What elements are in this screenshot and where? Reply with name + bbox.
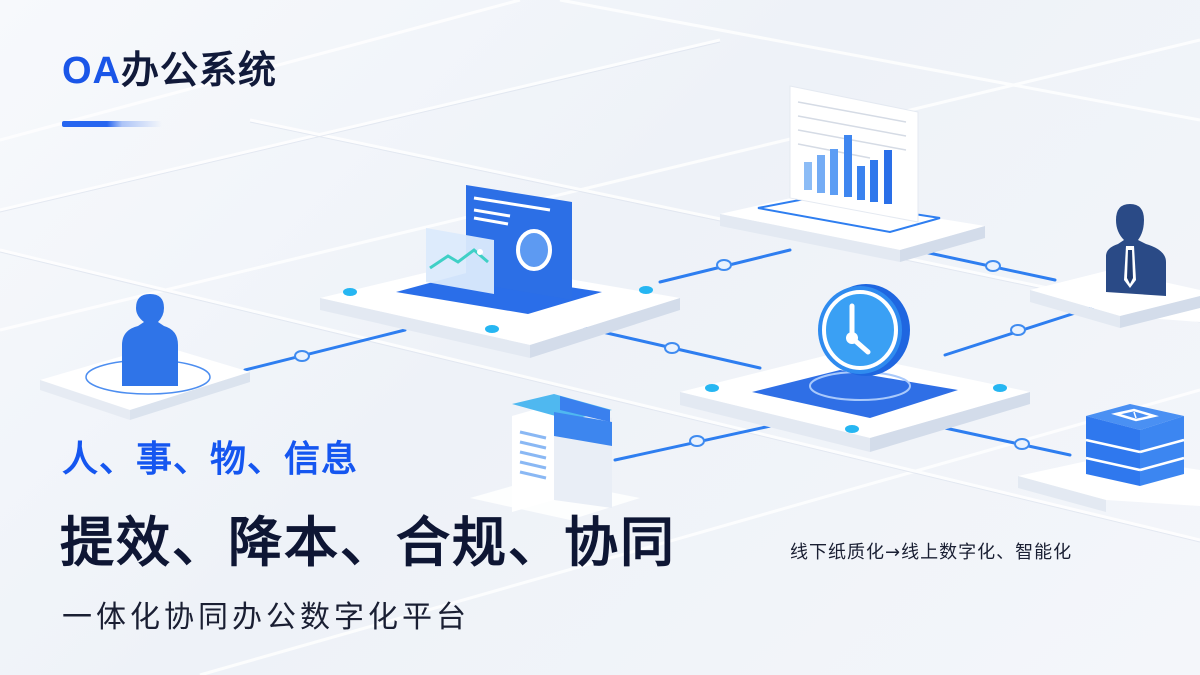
platform-user-female <box>40 294 250 420</box>
title-prefix: OA <box>62 50 121 92</box>
person-female-icon <box>110 290 190 390</box>
subtitle: 一体化协同办公数字化平台 <box>62 600 470 635</box>
platform-user-manager <box>1030 204 1200 328</box>
title-underline-decor <box>62 121 162 127</box>
platform-file-box <box>470 394 640 520</box>
clock-icon <box>815 284 910 379</box>
tag-line: 人、事、物、信息 <box>62 439 359 480</box>
server-stack-icon <box>1082 400 1187 490</box>
side-note: 线下纸质化→线上数字化、智能化 <box>790 542 1073 563</box>
document-image-icon <box>420 180 580 300</box>
platform-server-stack <box>1018 404 1200 512</box>
bar-chart-icon <box>785 84 925 224</box>
file-box-icon <box>505 392 615 514</box>
platform-document <box>320 185 680 358</box>
headline: 提效、降本、合规、协同 <box>60 511 676 574</box>
title-rest: 办公系统 <box>121 50 278 92</box>
person-business-icon <box>1100 200 1170 300</box>
platform-clock <box>680 284 1030 452</box>
page-title: OA办公系统 <box>62 52 277 90</box>
platform-bar-chart <box>720 85 985 262</box>
